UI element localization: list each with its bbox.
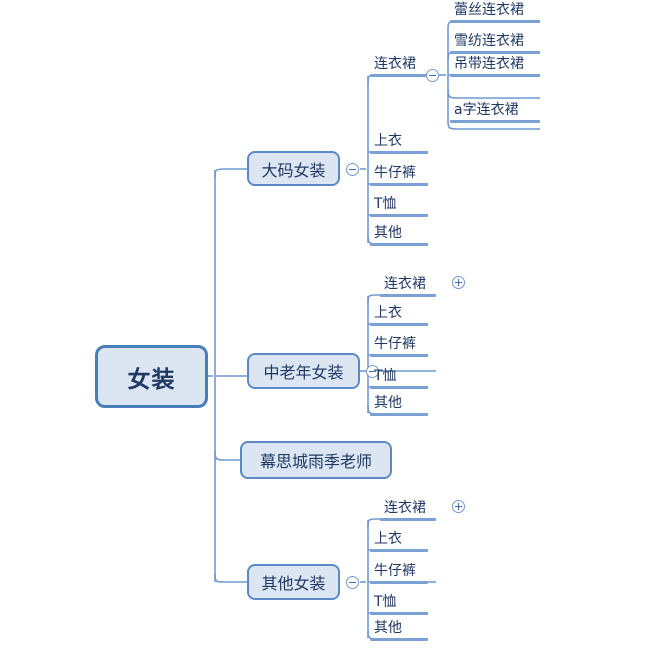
leaf-node-azi-lianyiqun[interactable]: a字连衣裙 (450, 101, 540, 123)
leaf-node-label: 牛仔裤 (374, 336, 416, 352)
leaf-node-label: 蕾丝连衣裙 (454, 2, 524, 18)
leaf-underline (370, 74, 428, 77)
leaf-node-label: 其他 (374, 395, 402, 411)
leaf-node-label: 雪纺连衣裙 (454, 33, 524, 49)
leaf-underline (370, 638, 428, 641)
branch-node-zhonglaonian[interactable]: 中老年女装 (247, 353, 360, 389)
leaf-node-niuzaiku-daima[interactable]: 牛仔裤 (370, 164, 428, 186)
branch-node-label: 幕思城雨季老师 (259, 452, 372, 471)
leaf-underline (450, 120, 540, 123)
leaf-underline (370, 386, 428, 389)
leaf-node-lianyiqun-zhonglaonian[interactable]: 连衣裙 (380, 275, 436, 297)
leaf-node-shangyi-qita[interactable]: 上衣 (370, 530, 428, 552)
leaf-node-txu-qita[interactable]: T恤 (370, 593, 428, 615)
leaf-underline (370, 243, 428, 246)
branch-node-label: 中老年女装 (263, 363, 344, 382)
leaf-node-label: 连衣裙 (384, 276, 426, 292)
leaf-node-qita-zhonglaonian[interactable]: 其他 (370, 394, 428, 416)
leaf-underline (370, 549, 428, 552)
leaf-node-txu-zhonglaonian[interactable]: T恤 (370, 367, 428, 389)
leaf-node-label: 其他 (374, 225, 402, 241)
leaf-node-label: 上衣 (374, 133, 402, 149)
root-node-label: 女装 (127, 366, 176, 393)
leaf-node-shangyi-daima[interactable]: 上衣 (370, 132, 428, 154)
leaf-node-label: 其他 (374, 620, 402, 636)
root-node[interactable]: 女装 (95, 345, 208, 408)
leaf-node-leisi-lianyiqun[interactable]: 蕾丝连衣裙 (450, 1, 540, 23)
collapse-toggle-lianyiqun-daima[interactable] (426, 69, 439, 82)
leaf-node-label: 上衣 (374, 531, 402, 547)
collapse-toggle-qita[interactable] (346, 576, 359, 589)
branch-node-label: 其他女装 (261, 574, 326, 593)
leaf-node-label: 连衣裙 (384, 500, 426, 516)
leaf-underline (370, 612, 428, 615)
leaf-underline (450, 51, 540, 54)
leaf-node-label: 连衣裙 (374, 56, 416, 72)
leaf-node-label: T恤 (374, 196, 397, 212)
leaf-node-qita-qita[interactable]: 其他 (370, 619, 428, 641)
leaf-node-diaodai-lianyiqun[interactable]: 吊带连衣裙 (450, 55, 540, 77)
leaf-underline (370, 413, 428, 416)
leaf-node-niuzaiku-zhonglaonian[interactable]: 牛仔裤 (370, 335, 428, 357)
branch-node-daima[interactable]: 大码女装 (247, 151, 340, 186)
leaf-underline (370, 323, 428, 326)
collapse-toggle-zhonglaonian[interactable] (366, 365, 379, 378)
leaf-node-label: 吊带连衣裙 (454, 56, 524, 72)
branch-node-label: 大码女装 (261, 160, 326, 180)
leaf-underline (450, 74, 540, 77)
leaf-node-xuefang-lianyiqun[interactable]: 雪纺连衣裙 (450, 32, 540, 54)
leaf-node-shangyi-zhonglaonian[interactable]: 上衣 (370, 304, 428, 326)
leaf-underline (380, 294, 436, 297)
leaf-underline (450, 20, 540, 23)
branch-node-qita[interactable]: 其他女装 (247, 564, 340, 600)
leaf-underline (370, 581, 428, 584)
leaf-node-lianyiqun-qita[interactable]: 连衣裙 (380, 499, 436, 521)
leaf-underline (370, 214, 428, 217)
leaf-node-label: T恤 (374, 368, 397, 384)
branch-node-musicheng[interactable]: 幕思城雨季老师 (240, 441, 392, 479)
leaf-node-qita-daima[interactable]: 其他 (370, 224, 428, 246)
leaf-node-label: T恤 (374, 594, 397, 610)
collapse-toggle-daima[interactable] (346, 163, 359, 176)
expand-toggle-lianyiqun-qita[interactable] (452, 500, 465, 513)
leaf-underline (370, 354, 428, 357)
leaf-node-txu-daima[interactable]: T恤 (370, 195, 428, 217)
leaf-node-label: 牛仔裤 (374, 563, 416, 579)
leaf-underline (380, 518, 436, 521)
leaf-underline (370, 151, 428, 154)
leaf-node-niuzaiku-qita[interactable]: 牛仔裤 (370, 562, 428, 584)
leaf-underline (370, 183, 428, 186)
leaf-node-label: 牛仔裤 (374, 165, 416, 181)
leaf-node-label: 上衣 (374, 305, 402, 321)
expand-toggle-lianyiqun-zhonglaonian[interactable] (452, 276, 465, 289)
leaf-node-lianyiqun-daima[interactable]: 连衣裙 (370, 55, 428, 77)
leaf-node-label: a字连衣裙 (454, 102, 519, 118)
